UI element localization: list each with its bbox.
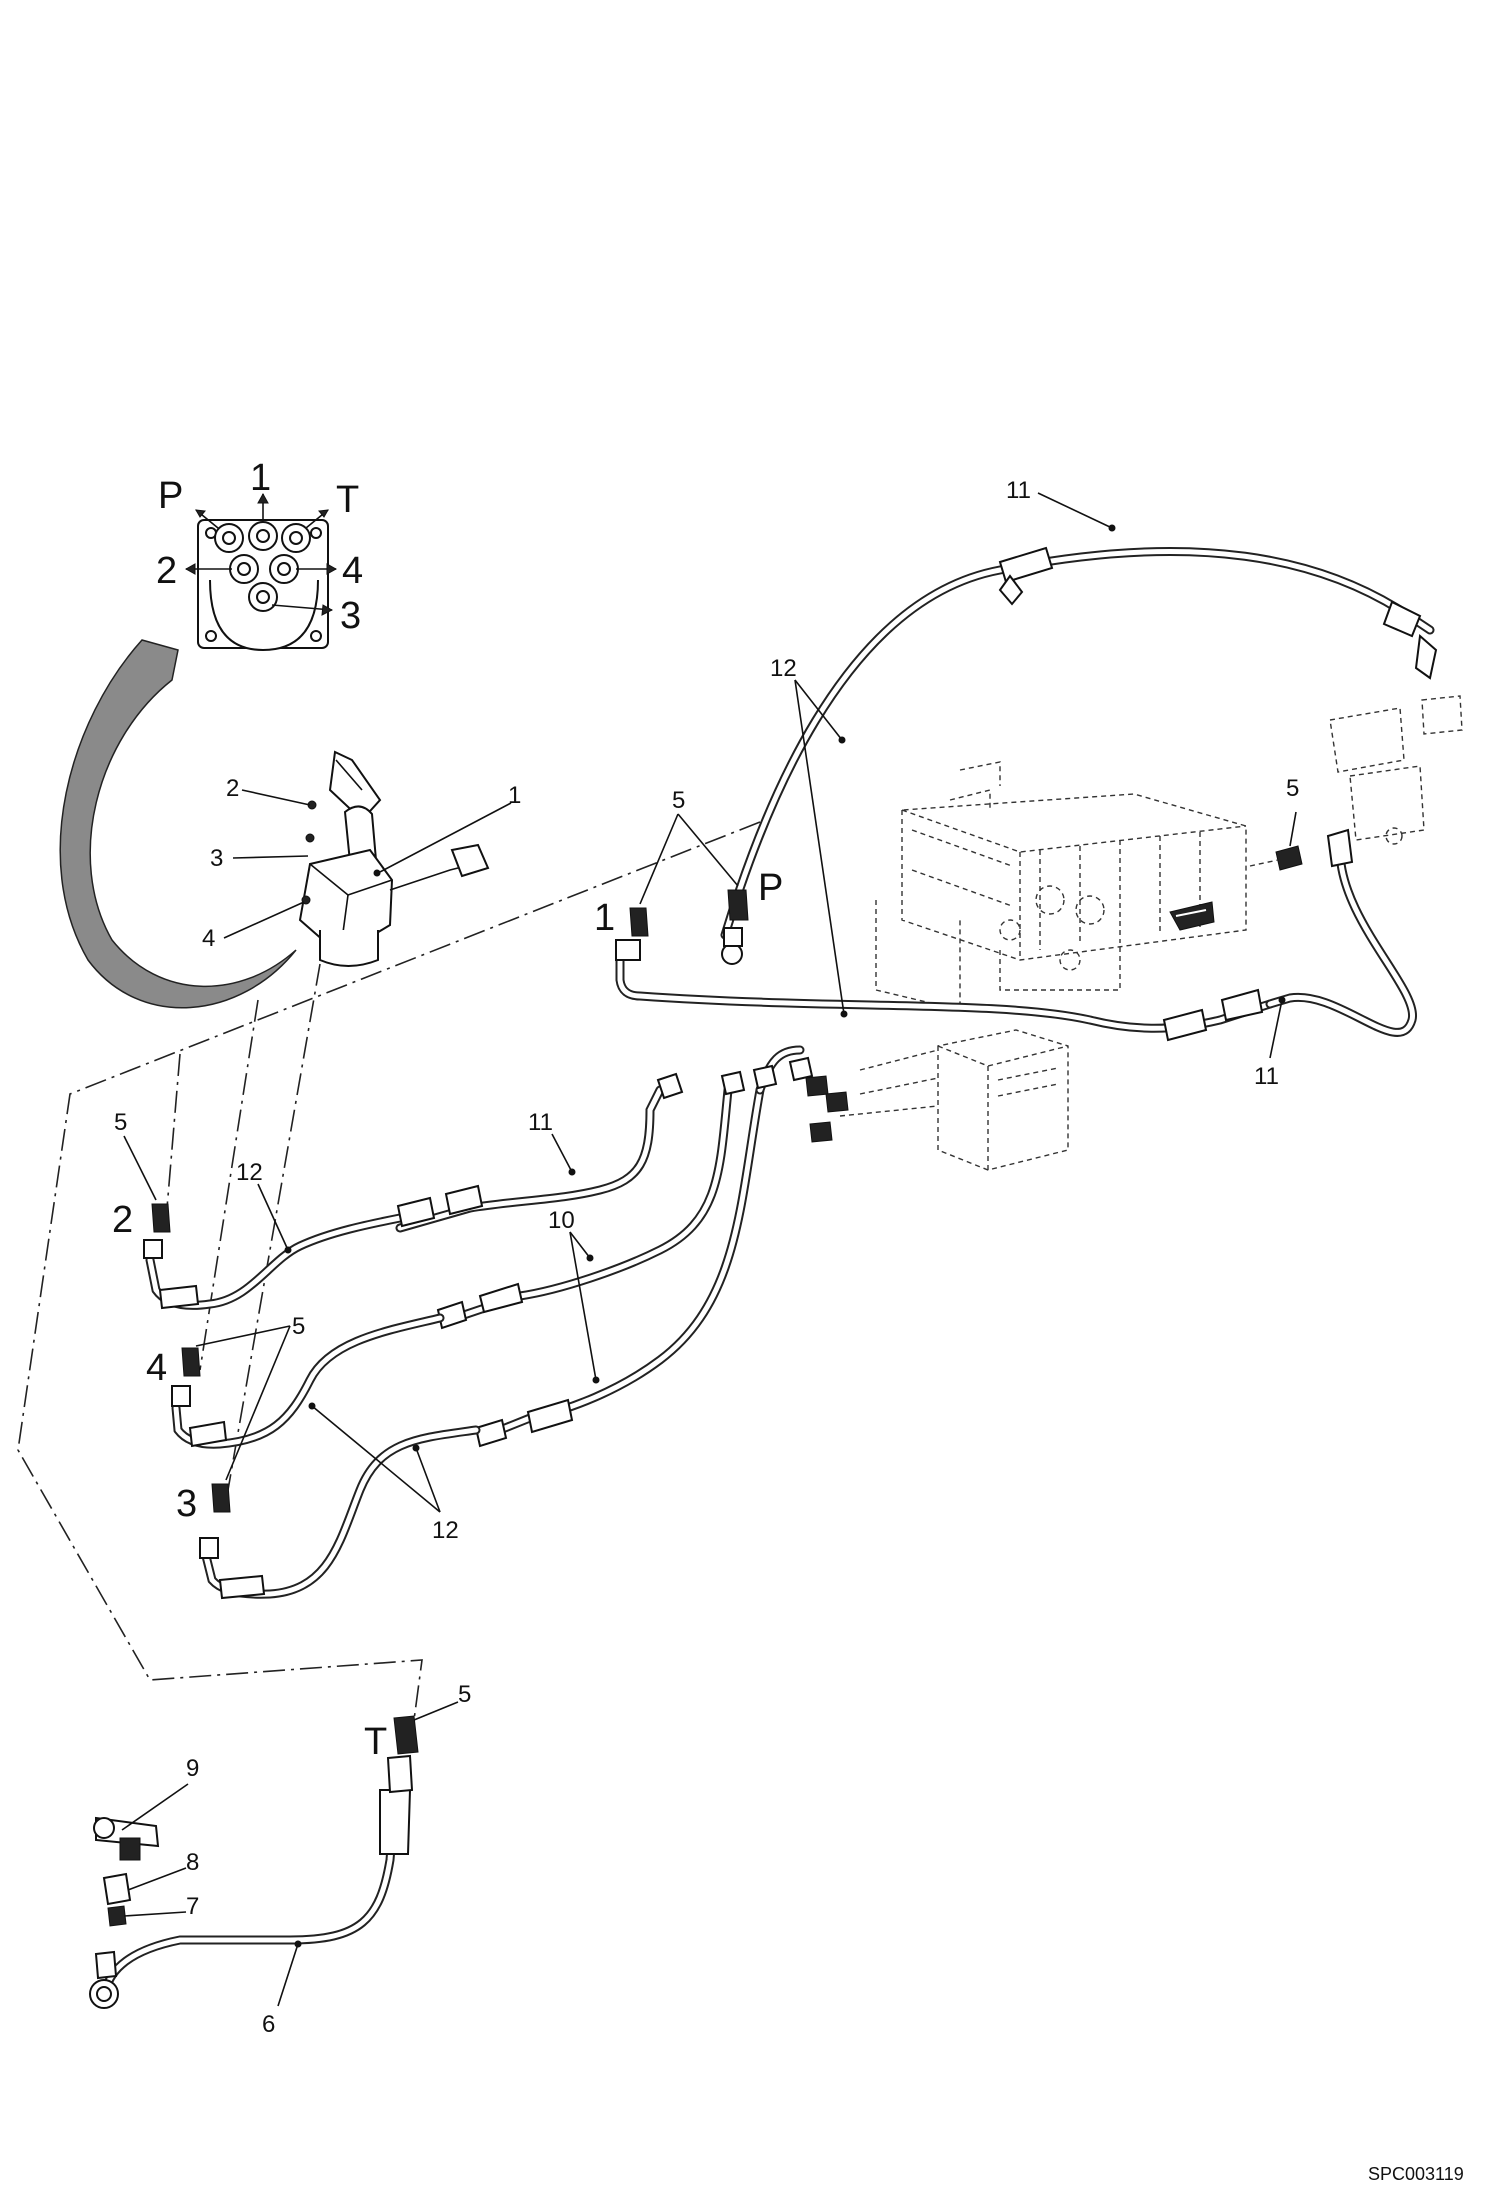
callout-11-top: 11 — [1006, 477, 1031, 504]
callout-10: 10 — [548, 1207, 575, 1234]
callout-11-right: 11 — [1254, 1063, 1279, 1090]
port-label-2: 2 — [156, 550, 177, 592]
hose-12-port-3 — [201, 1425, 481, 1599]
callout-11-mid: 11 — [528, 1109, 553, 1136]
hose-12-top — [615, 945, 1275, 1033]
control-valve-block — [875, 761, 1247, 1011]
fitting-5-port-4 — [171, 1347, 201, 1407]
port-label-1: 1 — [250, 457, 271, 499]
callout-7: 7 — [186, 1893, 199, 1920]
callout-8: 8 — [186, 1849, 199, 1876]
port-letter-1-top: 1 — [594, 897, 615, 939]
callout-6: 6 — [262, 2011, 275, 2038]
callout-5-top: 5 — [672, 787, 685, 814]
fitting-5-port-2 — [143, 1203, 171, 1259]
callout-4-screw: 4 — [202, 925, 215, 952]
port-label-4: 4 — [342, 550, 363, 592]
callout-12-top: 12 — [770, 655, 797, 682]
fitting-5-right — [1249, 845, 1303, 871]
fitting-5-port-3 — [199, 1483, 231, 1559]
callout-2-screw: 2 — [226, 775, 239, 802]
figure-code: SPC003119 — [1368, 2164, 1464, 2184]
port-label-p: P — [158, 475, 183, 517]
tee-fitting-9 — [93, 1816, 160, 1861]
joystick-assembly — [298, 750, 490, 967]
port-label-3: 3 — [340, 595, 361, 637]
port-letter-t-bottom: T — [364, 1721, 387, 1763]
fitting-5-port-1 — [615, 907, 649, 961]
reference-boundary — [17, 821, 761, 1721]
reference-arrow-band — [59, 639, 297, 1009]
port-letter-4-left: 4 — [146, 1347, 167, 1389]
callout-5-mid: 5 — [292, 1313, 305, 1340]
port-label-t: T — [336, 479, 359, 521]
pilot-valve-right — [1329, 695, 1463, 845]
adapter-8 — [102, 1872, 132, 1906]
callout-5-right: 5 — [1286, 775, 1299, 802]
pilot-valve-middle — [839, 1029, 1069, 1171]
elbow-7 — [107, 1905, 127, 1927]
callout-5-bottom: 5 — [458, 1681, 471, 1708]
callout-12-left: 12 — [236, 1159, 263, 1186]
port-letter-p-top: P — [758, 867, 783, 909]
fitting-5-port-p — [721, 889, 749, 965]
port-letter-2-left: 2 — [112, 1199, 133, 1241]
hose-11-top — [720, 546, 1435, 940]
callout-5-left: 5 — [114, 1109, 127, 1136]
callout-3-screw: 3 — [210, 845, 223, 872]
callout-1-joystick: 1 — [508, 782, 521, 809]
port-letter-3-left: 3 — [176, 1483, 197, 1525]
callout-12-bottom: 12 — [432, 1517, 459, 1544]
port-view-inset: P 1 T 2 4 3 — [156, 457, 363, 652]
callout-9: 9 — [186, 1755, 199, 1782]
